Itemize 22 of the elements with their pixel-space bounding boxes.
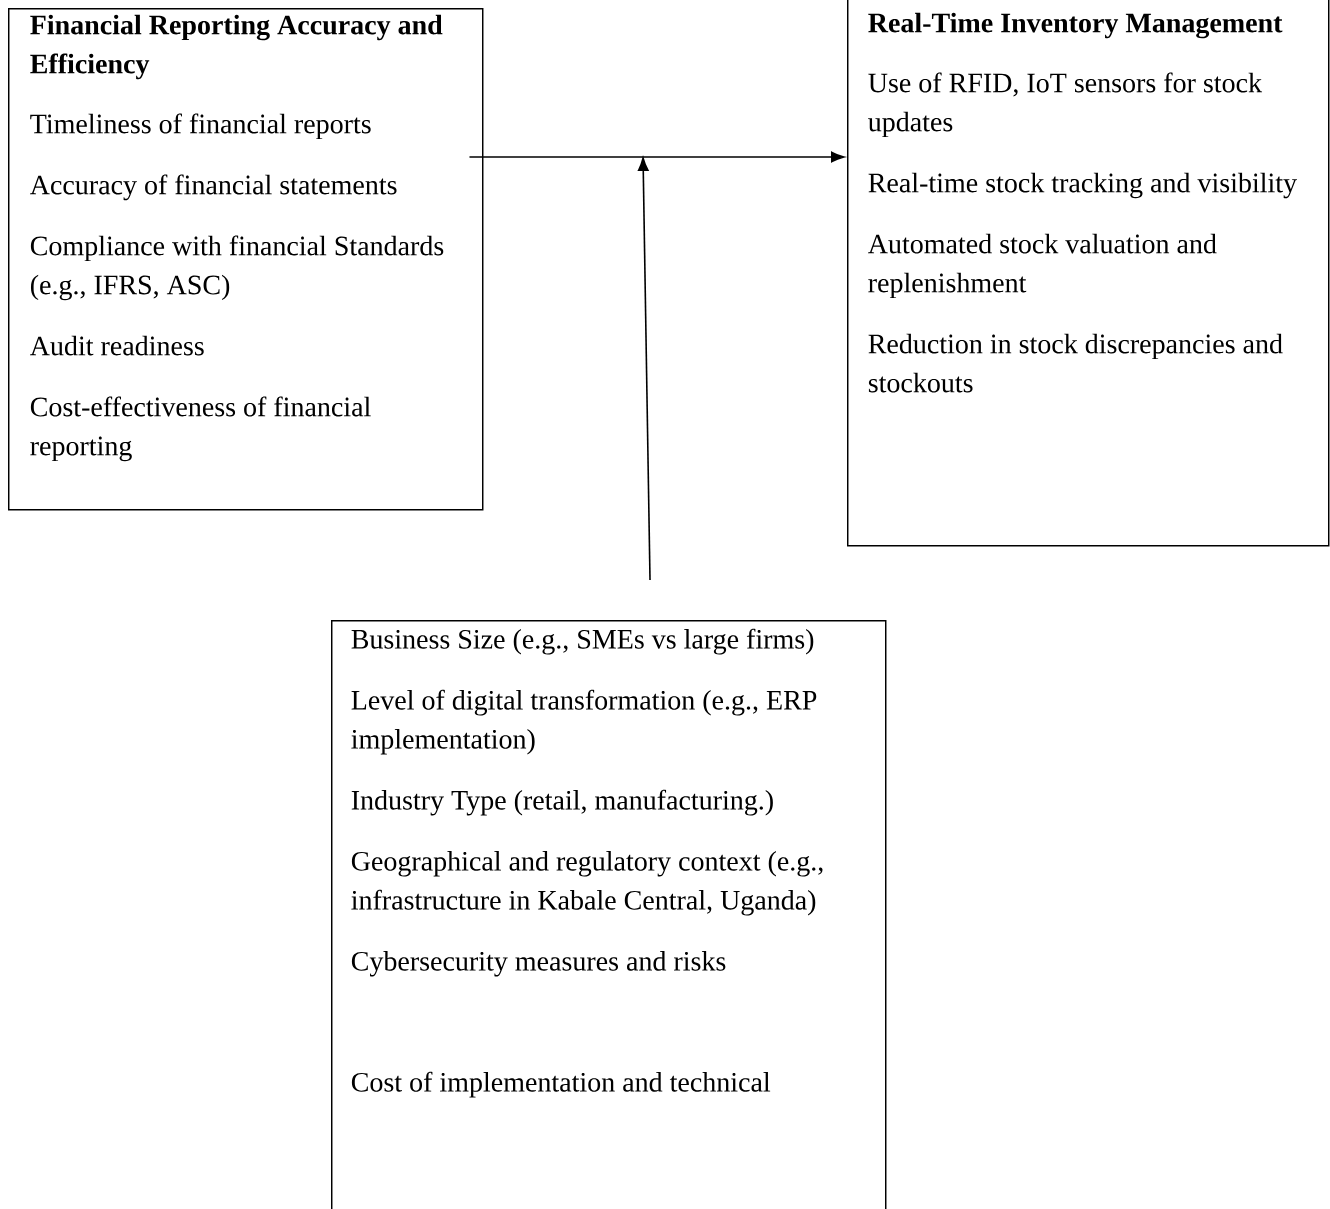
arrow <box>637 157 651 581</box>
box-heading: Financial Reporting Accuracy and Efficiency <box>30 14 443 80</box>
list-item: Compliance with financial Standards (e.g., IFRS, ASC) <box>30 235 444 301</box>
list-item: Geographical and regulatory context (e.g., infrastructure in Kabale Central, Uganda) <box>351 851 823 916</box>
text-box <box>847 0 1330 547</box>
list-item: Level of digital transformation (e.g., ERP implementation) <box>351 689 817 755</box>
list-item: Automated stock valuation and replenishment <box>868 233 1217 299</box>
list-item: Cybersecurity measures and risks <box>351 951 726 977</box>
list-item: Reduction in stock discrepancies and stockouts <box>868 333 1283 393</box>
list-item: Real-time stock tracking and visibility <box>868 172 1297 199</box>
list-item: Business Size (e.g., SMEs vs large firms) <box>351 628 814 655</box>
list-item: Timeliness of financial reports <box>30 113 371 140</box>
text-box <box>8 8 484 511</box>
list-item: Accuracy of financial statements <box>30 174 397 201</box>
arrow <box>468 151 845 163</box>
list-item: Cost-effectiveness of financial reporting <box>30 396 371 462</box>
list-item: Cost of implementation and technical <box>351 1071 771 1098</box>
box-heading: Real-Time Inventory Management <box>868 12 1283 39</box>
list-item: Audit readiness <box>30 335 204 356</box>
list-item: Use of RFID, IoT sensors for stock updates <box>868 72 1263 138</box>
text-box <box>331 620 887 1209</box>
list-item: Industry Type (retail, manufacturing.) <box>351 789 773 816</box>
